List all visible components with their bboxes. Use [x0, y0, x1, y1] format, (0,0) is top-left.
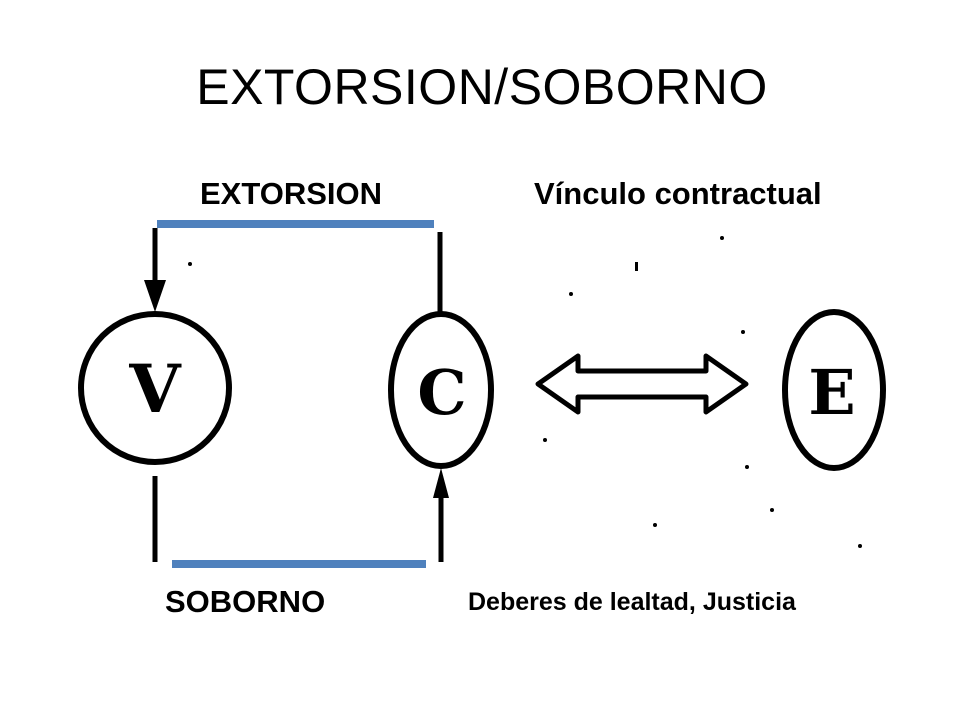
- c-node-circle: [388, 311, 494, 469]
- deberes-label: Deberes de lealtad, Justicia: [468, 588, 796, 616]
- v-arrowhead-down: [144, 280, 166, 312]
- v-node-letter: V: [128, 350, 182, 428]
- c-arrowhead-up: [433, 468, 449, 498]
- e-node-circle: [782, 309, 886, 471]
- vinculo-contractual-label: Vínculo contractual: [534, 176, 822, 211]
- scan-speckles: [188, 236, 862, 548]
- v-node-circle: [78, 311, 232, 465]
- e-node-letter: E: [808, 356, 855, 429]
- slide-title: EXTORSION/SOBORNO: [196, 59, 768, 115]
- extorsion-label: EXTORSION: [200, 176, 383, 211]
- soborno-label: SOBORNO: [165, 584, 326, 619]
- bidirectional-arrow: [535, 353, 749, 415]
- c-node-letter: C: [417, 356, 466, 429]
